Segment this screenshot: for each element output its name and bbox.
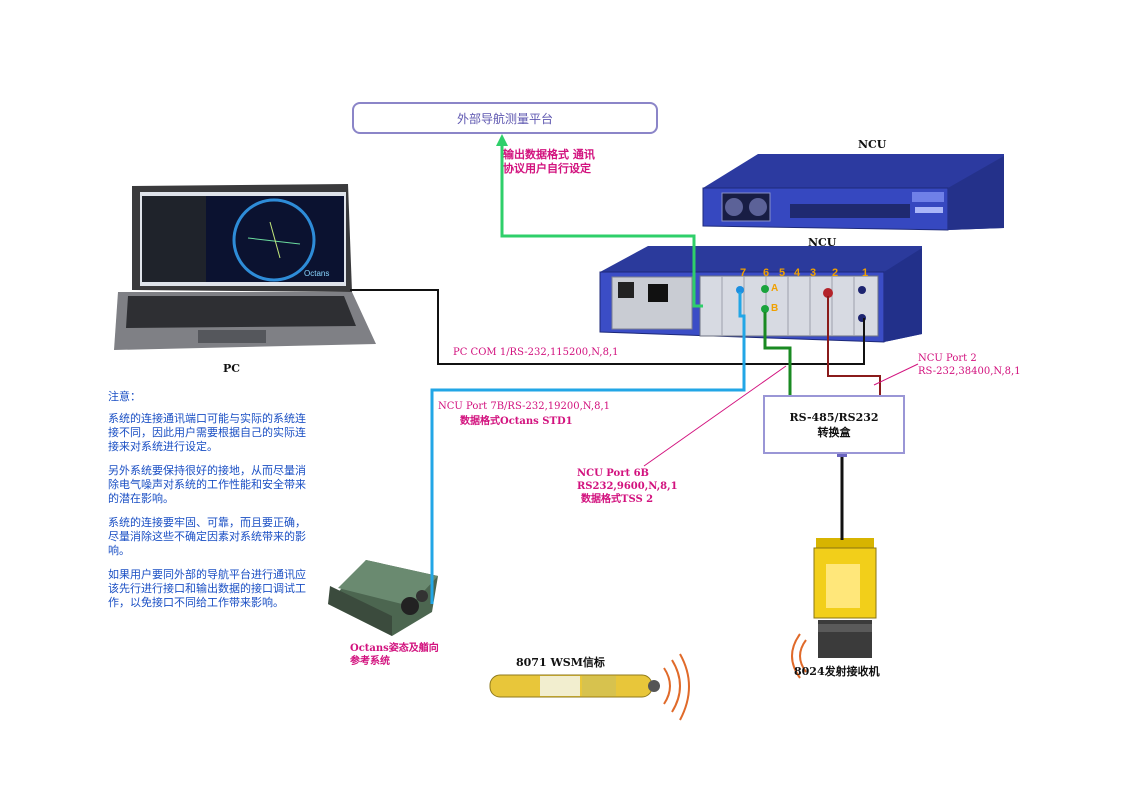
- sound-wave-icons: [663, 633, 807, 721]
- port2-pointer: [873, 363, 919, 386]
- port-number-3: 3: [810, 267, 817, 279]
- output-note-line2: 协议用户自行设定: [503, 162, 591, 175]
- output-note-line1: 输出数据格式 通讯: [503, 148, 595, 161]
- notes-heading: 注意：: [108, 390, 141, 403]
- laptop-screen-text: Octans: [304, 269, 329, 278]
- ncu-bottom-device: [599, 246, 922, 343]
- ncu-top-label: NCU: [858, 138, 887, 151]
- darkgreen-wire: [763, 312, 792, 396]
- octans-line1: Octans姿态及艏向: [350, 643, 439, 654]
- octans-line2: 参考系统: [350, 656, 390, 667]
- pc-com-wire: [350, 289, 865, 365]
- darkred-wire: [827, 296, 881, 396]
- port-number-6: 6: [763, 267, 770, 279]
- octans-device: [328, 560, 438, 636]
- converter-box: RS-485/RS232 转换盒: [763, 395, 905, 454]
- notes-paragraph-2: 另外系统要保持很好的接地，从而尽量消除电气噪声对系统的工作性能和安全带来的潜在影…: [108, 464, 306, 505]
- converter-line2: 转换盒: [817, 425, 851, 439]
- port-number-2: 2: [832, 267, 839, 279]
- wsm-label: 8071 WSM信标: [516, 656, 605, 669]
- blue-wire: [430, 292, 746, 604]
- ncu-port2-label: NCU Port 2 RS-232,38400,N,8,1: [918, 352, 1021, 378]
- octans-label: Octans姿态及艏向 参考系统: [350, 642, 439, 668]
- transceiver-label: 8024发射接收机: [794, 665, 880, 678]
- converter-line1: RS-485/RS232: [789, 410, 879, 424]
- transceiver-device: [813, 538, 877, 658]
- external-platform-label: 外部导航测量平台: [456, 111, 553, 126]
- ncu-port2-line2: RS-232,38400,N,8,1: [918, 366, 1021, 377]
- port-number-5: 5: [779, 267, 786, 279]
- wsm-beacon-device: [489, 674, 660, 698]
- port-number-1: 1: [862, 267, 869, 279]
- port-number-4: 4: [794, 267, 801, 279]
- port-b-label: B: [771, 303, 779, 314]
- notes-paragraph-1: 系统的连接通讯端口可能与实际的系统连接不同，因此用户需要根据自己的实际连接来对系…: [108, 412, 306, 453]
- ncu-port7b-label: NCU Port 7B/RS-232,19200,N,8,1 数据格式Octan…: [438, 400, 610, 428]
- ncu-port7b-line1: NCU Port 7B/RS-232,19200,N,8,1: [438, 401, 610, 412]
- laptop-pc: [114, 184, 376, 350]
- port6b-pointer: [643, 365, 787, 467]
- ncu-port7b-line2: 数据格式Octans STD1: [460, 416, 573, 427]
- ncu-bottom-label: NCU: [808, 236, 837, 249]
- notes-paragraph-4: 如果用户要同外部的导航平台进行通讯应该先行进行接口和输出数据的接口调试工作，以免…: [108, 568, 306, 609]
- green-wire: [500, 140, 703, 308]
- port-a-label: A: [771, 283, 779, 294]
- ncu-port2-line1: NCU Port 2: [918, 353, 977, 364]
- ncu-port6b-label: NCU Port 6B RS232,9600,N,8,1 数据格式TSS 2: [577, 467, 678, 506]
- pc-label: PC: [223, 362, 241, 375]
- ncu-port6b-line1: NCU Port 6B: [577, 468, 650, 479]
- output-format-note: 输出数据格式 通讯 协议用户自行设定: [503, 148, 595, 176]
- ncu-port6b-line2: RS232,9600,N,8,1: [577, 481, 678, 492]
- pc-com-label: PC COM 1/RS-232,115200,N,8,1: [453, 347, 619, 358]
- ncu-port6b-line3: 数据格式TSS 2: [581, 494, 654, 505]
- green-wire-arrowhead: [496, 134, 508, 146]
- port-number-7: 7: [740, 267, 747, 279]
- ncu-top-device: [702, 154, 1004, 231]
- external-platform-box: 外部导航测量平台: [352, 102, 658, 134]
- notes-paragraph-3: 系统的连接要牢固、可靠，而且要正确，尽量消除这些不确定因素对系统带来的影响。: [108, 516, 306, 557]
- notes-panel: 注意： 系统的连接通讯端口可能与实际的系统连接不同，因此用户需要根据自己的实际连…: [108, 390, 308, 620]
